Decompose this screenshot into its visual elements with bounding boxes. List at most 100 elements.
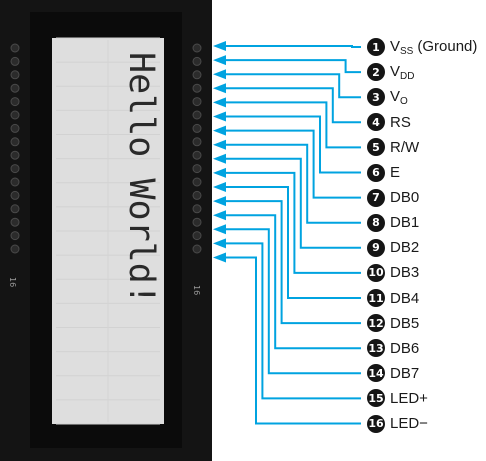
pin-label-1: 1VSS(Ground) [367,36,485,58]
pin-label-2: 2VDD [367,61,485,83]
pin-name-main: DB2 [390,239,419,256]
header-pin-hole [11,98,19,106]
pin-name: E [390,164,400,181]
pin-marker-left: 16 [8,277,17,287]
pin-label-11: 11 DB4 [367,287,485,309]
pin-number-badge: 6 [367,164,385,182]
header-pin-hole [11,111,19,119]
header-pin-hole [193,98,201,106]
pin-label-12: 12 DB5 [367,312,485,334]
pin-name: LED+ [390,390,428,407]
connector-arrow-pin-16 [213,253,226,263]
header-pin-hole [193,151,201,159]
header-pin-hole [11,138,19,146]
header-pin-hole [11,191,19,199]
header-pin-hole [193,165,201,173]
pin-name-main: DB7 [390,365,419,382]
pin-name-subscript: O [400,96,408,107]
pin-label-7: 7DB0 [367,187,485,209]
connector-line-pin-2 [224,60,361,72]
connector-line-pin-8 [224,145,361,223]
pin-name-main: RS [390,114,411,131]
pin-name-subscript: SS [400,46,413,57]
header-pin-hole [193,205,201,213]
pin-name: DB1 [390,214,419,231]
pin-name-main: DB3 [390,264,419,281]
connector-line-pin-1 [224,46,361,47]
header-pin-hole [11,245,19,253]
header-pin-hole [193,178,201,186]
connector-arrow-pin-6 [213,112,226,122]
connector-arrow-pin-4 [213,83,226,93]
pin-name: R/W [390,139,419,156]
pin-label-9: 9DB2 [367,237,485,259]
pin-number-badge: 11 [367,289,385,307]
pin-name: DB5 [390,315,419,332]
connector-line-pin-13 [224,215,361,348]
pin-name-main: DB0 [390,189,419,206]
pin-name: DB2 [390,239,419,256]
pin-name-main: DB6 [390,340,419,357]
header-pin-hole [11,44,19,52]
header-pin-hole [11,151,19,159]
connector-arrow-pin-12 [213,196,226,206]
header-pin-hole [193,245,201,253]
header-pin-hole [193,124,201,132]
pin-number-badge: 15 [367,389,385,407]
connector-arrow-pin-11 [213,182,226,192]
pin-name-main: V [390,63,400,80]
pin-name: VSS(Ground) [390,38,477,57]
pin-label-13: 13DB6 [367,337,485,359]
pin-name: LED− [390,415,428,432]
header-pin-hole [193,218,201,226]
connector-arrow-pin-2 [213,55,226,65]
pin-connector-lines [213,41,361,424]
pin-name-main: LED− [390,415,428,432]
header-pin-hole [193,57,201,65]
connector-arrow-pin-9 [213,154,226,164]
pin-number-badge: 5 [367,138,385,156]
pin-name: DB7 [390,365,419,382]
header-pin-hole [193,191,201,199]
header-pin-hole [193,111,201,119]
connector-arrow-pin-3 [213,69,226,79]
header-pin-hole [193,71,201,79]
connector-arrow-pin-14 [213,224,226,234]
pin-number-badge: 3 [367,88,385,106]
pin-name-main: LED+ [390,390,428,407]
pin-name: DB6 [390,340,419,357]
pin-label-8: 8DB1 [367,212,485,234]
header-pin-hole [193,44,201,52]
header-pin-hole [11,218,19,226]
connector-line-pin-15 [224,243,361,398]
pin-name: DB0 [390,189,419,206]
pin-name-main: DB5 [390,315,419,332]
header-pin-hole [193,84,201,92]
pin-name-suffix: (Ground) [417,38,477,55]
pin-name-main: DB4 [390,290,419,307]
header-pin-hole [193,138,201,146]
pin-label-6: 6E [367,162,485,184]
header-pin-hole [11,178,19,186]
pin-label-16: 16LED− [367,413,485,435]
connector-arrow-pin-1 [213,41,226,51]
pin-label-5: 5 R/W [367,136,485,158]
connector-arrow-pin-15 [213,238,226,248]
connector-line-pin-5 [224,102,361,147]
pin-number-badge: 4 [367,113,385,131]
pin-number-badge: 2 [367,63,385,81]
pin-name-subscript: DD [400,71,414,82]
pin-name-main: DB1 [390,214,419,231]
header-pin-hole [11,71,19,79]
pin-name: DB4 [390,290,419,307]
pin-label-15: 15 LED+ [367,387,485,409]
lcd-display-text: Hello World! [121,52,161,305]
pin-name-main: V [390,88,400,105]
connector-arrow-pin-13 [213,210,226,220]
connector-line-pin-12 [224,201,361,323]
pin-number-badge: 12 [367,314,385,332]
pin-label-4: 4 RS [367,111,485,133]
pin-marker-right: 16 [192,285,201,295]
header-pin-hole [11,165,19,173]
